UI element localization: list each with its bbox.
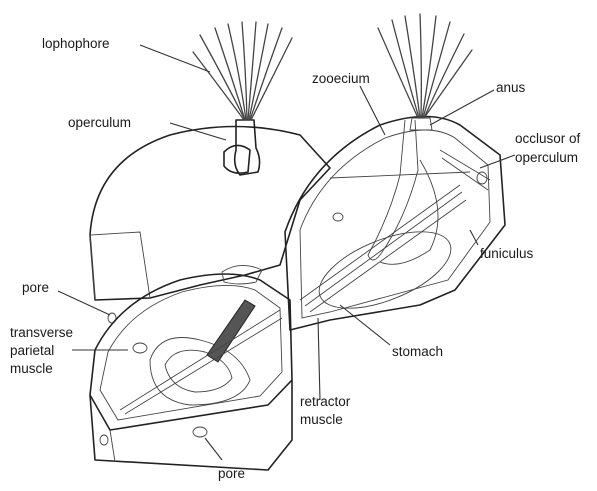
label-occlusor-line1: occlusor of — [515, 131, 581, 146]
label-lophophore: lophophore — [42, 36, 110, 51]
front-pore — [193, 427, 207, 437]
retractor-fibres — [300, 185, 466, 312]
label-funiculus: funiculus — [480, 246, 534, 261]
label-pore-bottom: pore — [218, 466, 245, 481]
label-pore-left: pore — [22, 280, 49, 295]
front-zooid-box — [90, 274, 292, 430]
right-zooid-inner-wall — [300, 130, 490, 318]
right-zooid-tentacle-sheath — [368, 120, 418, 260]
label-transverse-line3: muscle — [10, 361, 53, 376]
stomach-shape — [309, 216, 461, 324]
lophophore-right — [378, 14, 472, 130]
label-retractor-line2: muscle — [300, 412, 343, 427]
front-zooid — [90, 265, 292, 470]
operculum-structure — [224, 120, 260, 175]
label-occlusor-line2: operculum — [515, 150, 578, 165]
back-zooid — [90, 127, 330, 324]
label-transverse-line2: parietal — [10, 343, 54, 358]
label-stomach: stomach — [392, 344, 443, 359]
back-zooid-front-wall — [90, 232, 150, 300]
label-zooecium: zooecium — [312, 71, 370, 86]
right-zooid-pore — [333, 213, 343, 221]
front-gut — [150, 338, 250, 406]
label-anus: anus — [496, 80, 526, 95]
label-retractor-line1: retractor — [300, 394, 351, 409]
label-transverse-line1: transverse — [10, 325, 73, 340]
front-zooid-base-edge — [110, 430, 115, 462]
right-zooid-ring — [477, 172, 487, 184]
front-zooid-side-pore — [133, 343, 147, 353]
right-zooid — [285, 117, 505, 331]
labels: lophophore operculum zooecium anus occlu… — [10, 36, 581, 481]
front-muscle-fibres — [120, 310, 282, 414]
front-retractor-muscle — [207, 300, 255, 362]
front-zooid-side-pore-2 — [100, 435, 108, 445]
label-operculum: operculum — [68, 115, 131, 130]
